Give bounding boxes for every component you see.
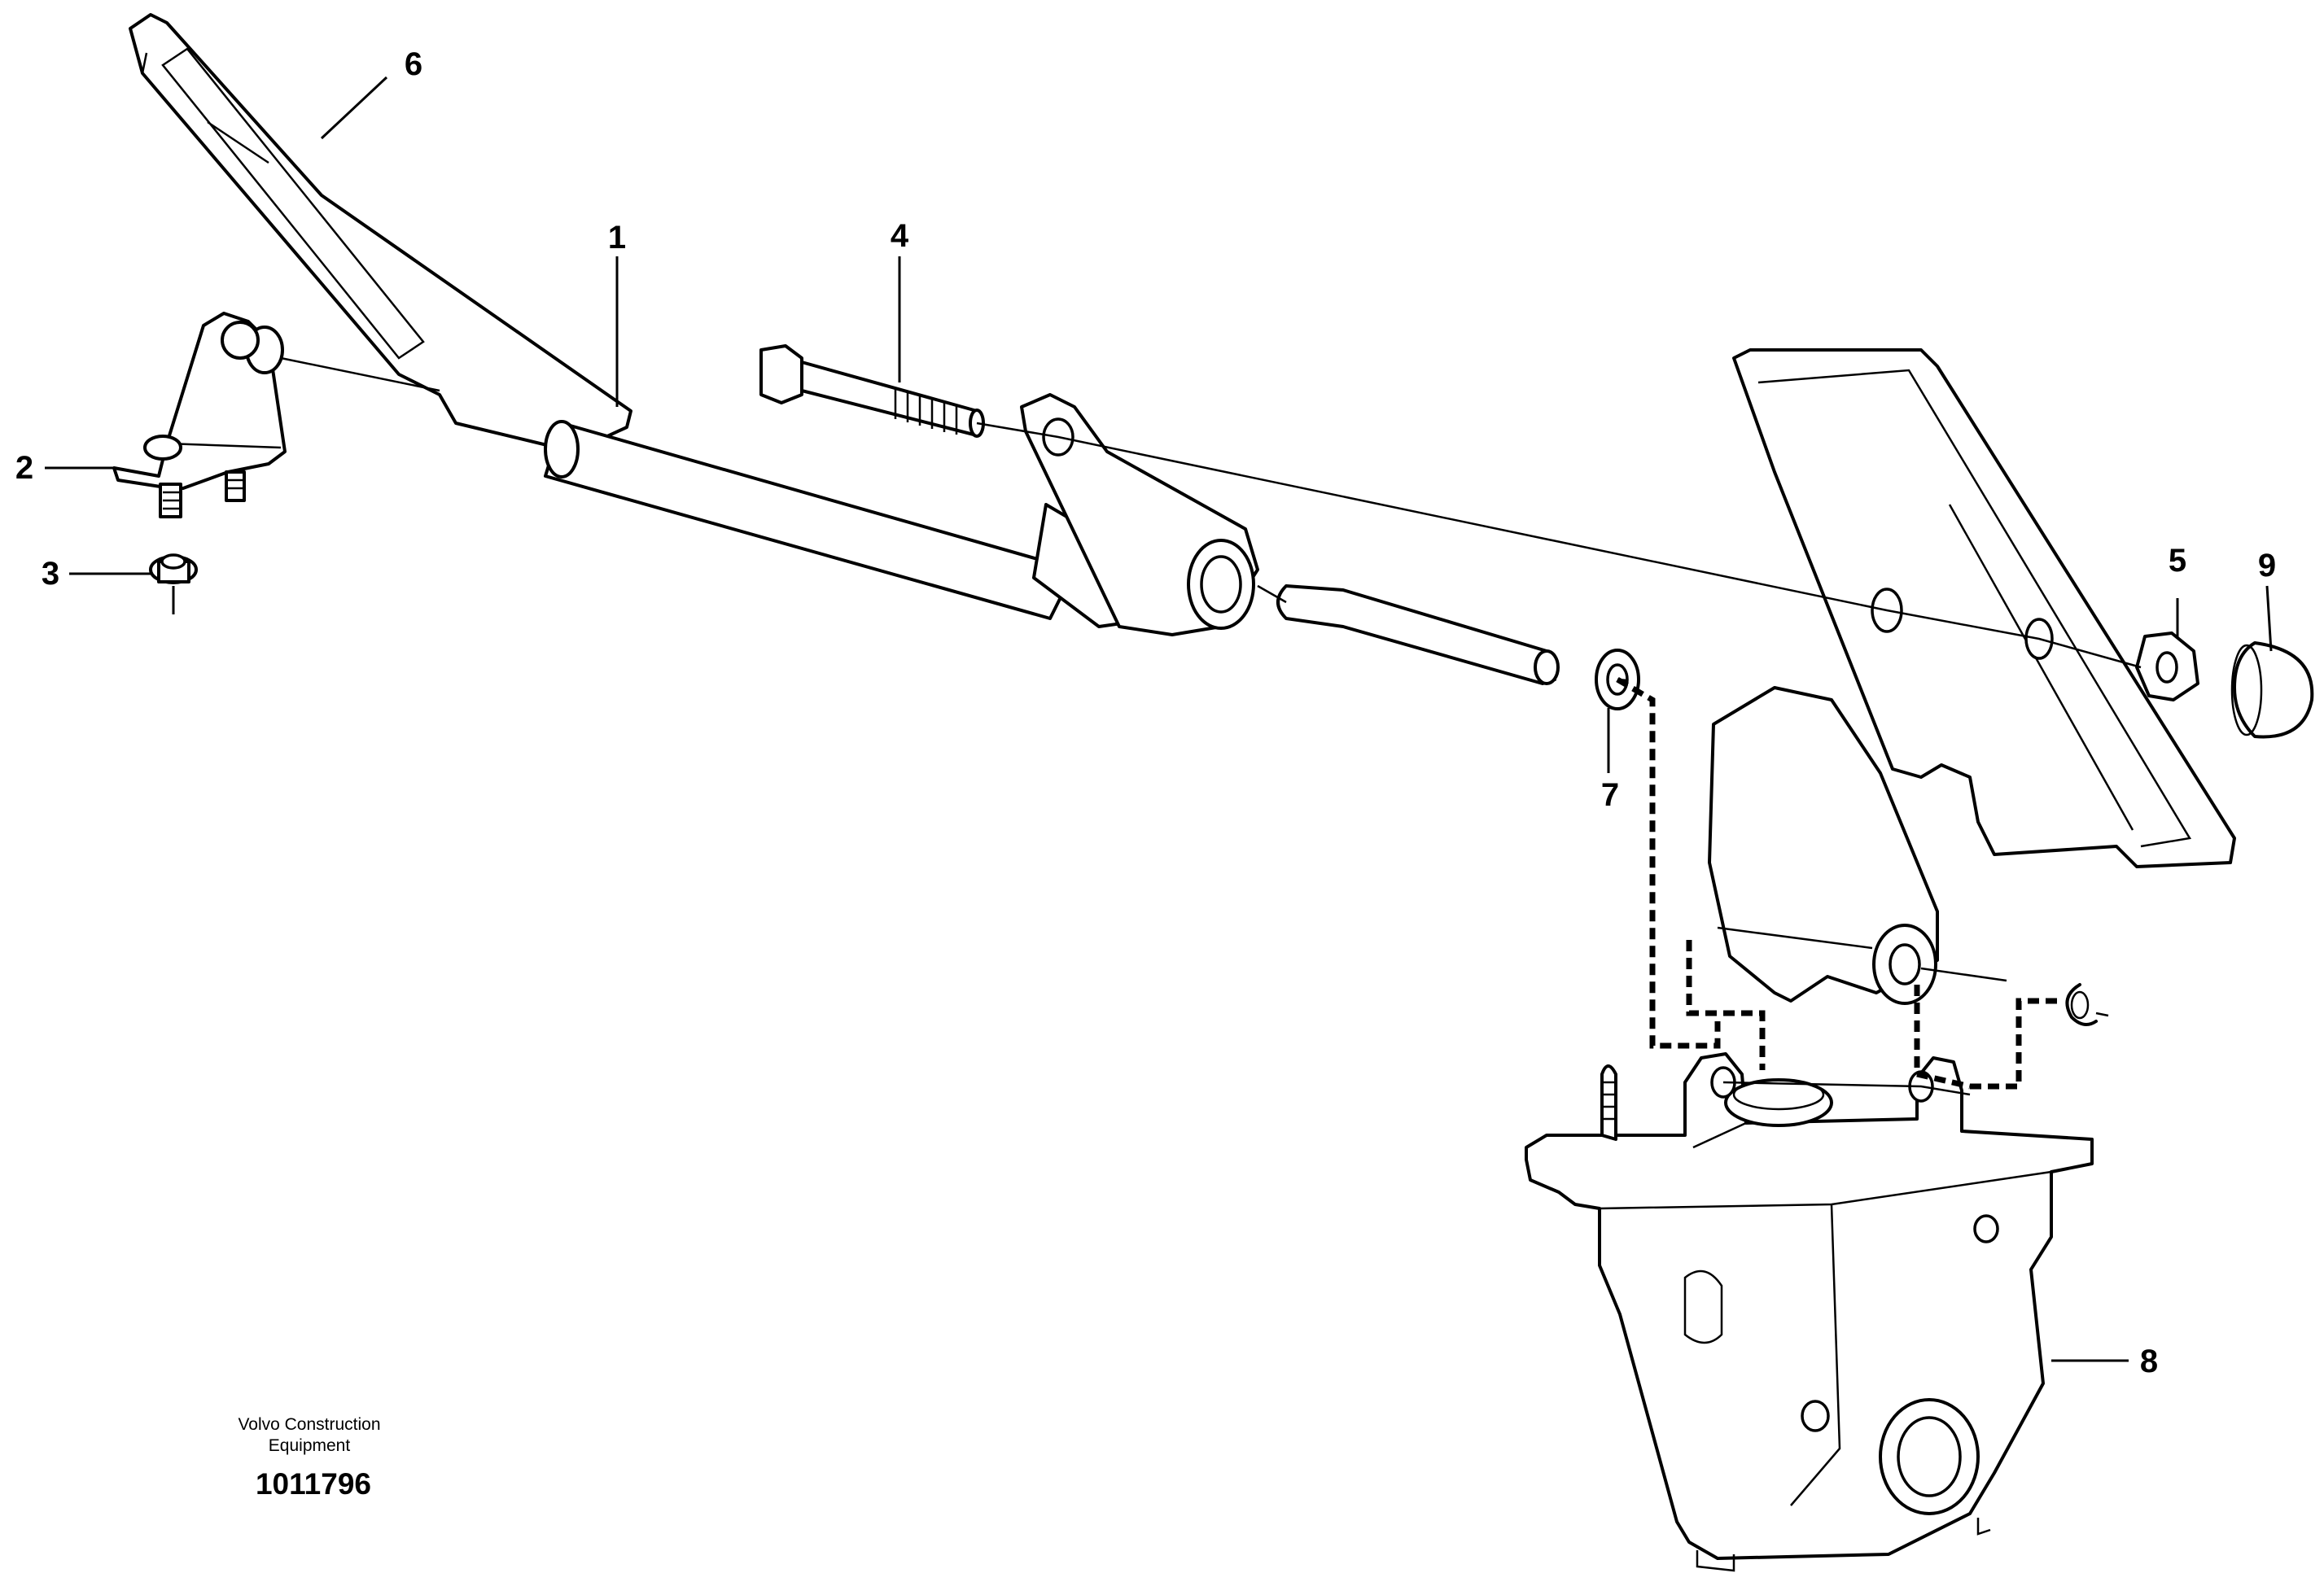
leader-lines: [45, 76, 2273, 1362]
part-4-bolt: [759, 344, 985, 438]
pivot-pin: [1276, 584, 1560, 685]
assembly-lines: [280, 356, 2142, 1096]
part-9-protective-cap: [2230, 641, 2314, 739]
pedal-plate-right: [1732, 348, 2236, 868]
callout-9: 9: [2258, 548, 2276, 583]
callout-6: 6: [405, 46, 422, 82]
pedal-lever-arm: [1020, 393, 1259, 636]
cam-lever: [1708, 686, 1939, 1005]
part-2-bracket: [112, 312, 287, 518]
circlip: [2065, 983, 2098, 1026]
credit-line-2: Equipment: [269, 1436, 351, 1455]
callout-1: 1: [608, 220, 626, 256]
dashed-assembly-lines: [1616, 676, 2064, 1090]
document-number: 1011796: [256, 1467, 371, 1501]
callout-labels: 1 2 3 4 5 6 7 8 9: [15, 46, 2276, 1379]
credit-line-1: Volvo Construction: [238, 1415, 380, 1434]
part-8-brake-valve: [1525, 1052, 2094, 1572]
callout-2: 2: [15, 450, 33, 486]
callout-4: 4: [891, 218, 909, 254]
leader-9: [2265, 585, 2273, 652]
callout-5: 5: [2169, 543, 2186, 579]
callout-7: 7: [1601, 777, 1619, 813]
part-5-lock-nut: [2135, 631, 2199, 701]
callout-3: 3: [42, 556, 59, 592]
part-3-flange-nut: [149, 553, 198, 614]
leader-6: [320, 76, 388, 140]
callout-8: 8: [2140, 1344, 2158, 1379]
diagram-credit: Volvo Construction Equipment 1011796: [238, 1415, 380, 1501]
